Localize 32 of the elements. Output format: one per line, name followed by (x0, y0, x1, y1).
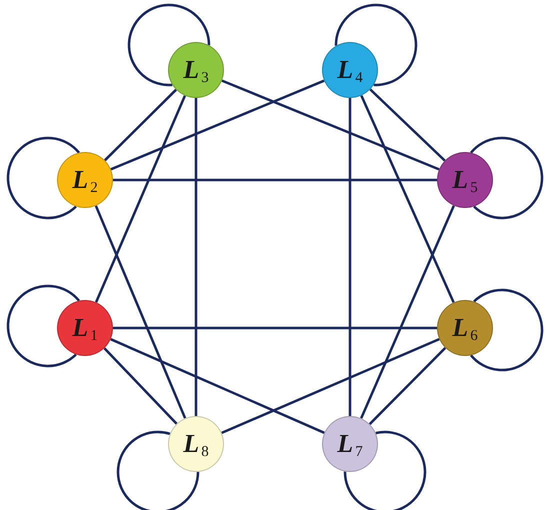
edge-line (110, 80, 325, 170)
self-loop (470, 136, 544, 220)
edge-line (221, 79, 440, 171)
edge-line (113, 326, 437, 330)
node-label: L$_{2}$ (72, 167, 98, 193)
self-loop (344, 430, 426, 510)
node-label: L$_{7}$ (337, 431, 363, 457)
edge-line (104, 88, 177, 162)
node-label: L$_{8}$ (183, 431, 209, 457)
self-loop (334, 4, 418, 86)
edge-line (369, 88, 446, 162)
edge-line (348, 98, 352, 416)
edge-line (368, 347, 446, 425)
node-label: L$_{6}$ (452, 315, 478, 341)
self-loop (470, 288, 544, 372)
edge-line (221, 338, 440, 434)
node-label: L$_{5}$ (452, 167, 478, 193)
self-loop (6, 284, 80, 368)
self-loop (6, 136, 80, 220)
node-label: L$_{3}$ (183, 57, 209, 83)
node-label: L$_{4}$ (337, 57, 363, 83)
edge-line (360, 95, 455, 303)
self-loop (128, 4, 210, 86)
edge-line (110, 338, 325, 434)
edge-line (94, 95, 186, 303)
self-loop (116, 430, 200, 510)
edge-line (194, 98, 198, 416)
edge-line (113, 178, 437, 182)
edge-line (360, 205, 455, 419)
node-label: L$_{1}$ (72, 315, 98, 341)
edge-line (94, 205, 186, 419)
edge-line (104, 347, 178, 425)
